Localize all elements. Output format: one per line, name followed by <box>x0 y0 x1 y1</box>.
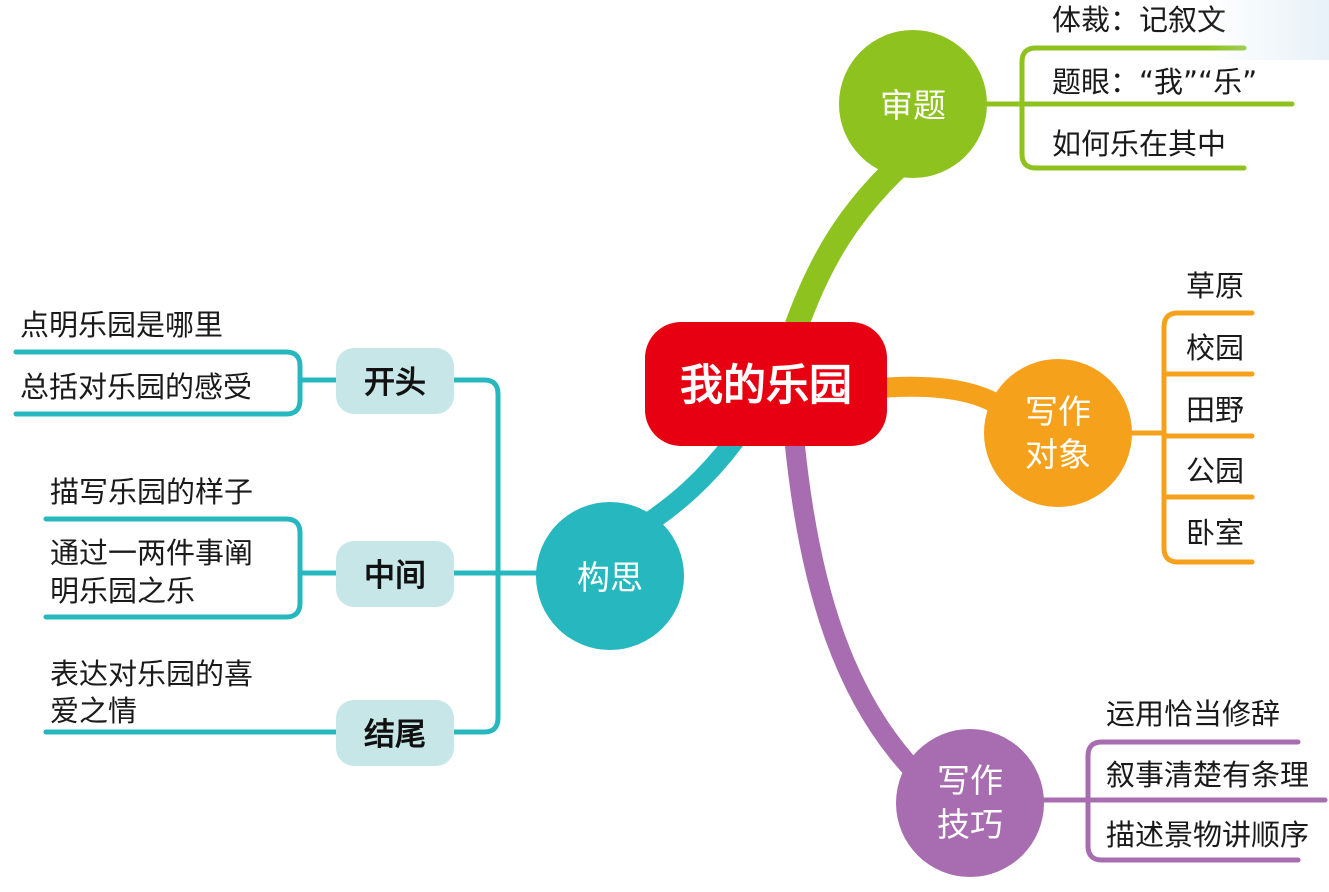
corner-glow <box>1209 0 1329 60</box>
leaf-duixiang-1: 草原 <box>1186 269 1244 303</box>
leaf-jiqiao-3: 描述景物讲顺序 <box>1106 818 1309 852</box>
leaf-shenti-3: 如何乐在其中 <box>1052 127 1226 161</box>
sub-zhongjian-box <box>336 541 454 607</box>
leaf-jiqiao-2: 叙事清楚有条理 <box>1106 758 1309 792</box>
node-shenti-circle <box>839 30 987 178</box>
node-duixiang-circle <box>984 359 1132 507</box>
sub-zhongjian: 中间 <box>336 541 454 607</box>
node-gousi-circle <box>536 502 684 650</box>
leaf-shenti-1: 体裁：记叙文 <box>1052 3 1226 37</box>
node-gousi: 构思 <box>536 502 684 650</box>
sub-zhongjian-label: 中间 <box>364 558 426 594</box>
leaf-duixiang-3: 田野 <box>1186 393 1244 427</box>
sub-kaitou-box <box>336 348 454 414</box>
center-node: 我的乐园 <box>645 322 887 446</box>
node-shenti: 审题 <box>839 30 987 178</box>
center-box <box>645 322 887 446</box>
connector-center-jiqiao <box>785 436 928 785</box>
leaf-duixiang-4: 公园 <box>1186 454 1244 488</box>
leaves-shenti: 体裁：记叙文 题眼：“我”“乐” 如何乐在其中 <box>1052 3 1257 161</box>
center-title: 我的乐园 <box>680 361 852 411</box>
node-shenti-label: 审题 <box>880 86 946 125</box>
leaf-duixiang-5: 卧室 <box>1186 516 1244 550</box>
leaf-jiewei-1-line1: 表达对乐园的喜 <box>50 657 253 691</box>
node-jiqiao-label-line1: 写作 <box>937 761 1003 800</box>
node-duixiang-label-line2: 对象 <box>1025 435 1091 474</box>
connector-center-duixiang <box>870 376 1010 416</box>
duixiang-bracket <box>1129 310 1255 565</box>
sub-jiewei-label: 结尾 <box>364 717 426 753</box>
leaves-duixiang: 草原 校园 田野 公园 卧室 <box>1186 269 1244 550</box>
connectors <box>13 45 1328 863</box>
node-duixiang-label-line1: 写作 <box>1025 392 1091 431</box>
leaves-gousi: 点明乐园是哪里 总括对乐园的感受 描写乐园的样子 通过一两件事阐 明乐园之乐 表… <box>20 308 253 728</box>
sub-kaitou: 开头 <box>336 348 454 414</box>
node-gousi-label: 构思 <box>577 558 643 597</box>
jiqiao-bracket <box>1039 739 1328 863</box>
node-jiqiao-circle <box>896 729 1044 877</box>
sub-jiewei-box <box>336 700 454 766</box>
leaf-kaitou-2: 总括对乐园的感受 <box>20 370 252 404</box>
leaf-jiewei-1-line2: 爱之情 <box>50 694 137 728</box>
node-jiqiao: 写作 技巧 <box>896 729 1044 877</box>
sub-jiewei: 结尾 <box>336 700 454 766</box>
leaf-zhongjian-2-line1: 通过一两件事阐 <box>50 536 253 570</box>
connector-center-shenti <box>783 148 917 342</box>
leaf-shenti-2: 题眼：“我”“乐” <box>1052 65 1257 99</box>
connector-center-gousi <box>635 430 745 535</box>
node-duixiang: 写作 对象 <box>984 359 1132 507</box>
leaf-jiqiao-1: 运用恰当修辞 <box>1106 697 1280 731</box>
sub-kaitou-label: 开头 <box>364 365 426 401</box>
leaf-kaitou-1: 点明乐园是哪里 <box>20 308 223 342</box>
node-jiqiao-label-line2: 技巧 <box>937 805 1003 844</box>
gousi-tree <box>13 349 543 735</box>
leaf-zhongjian-2-line2: 明乐园之乐 <box>50 574 195 608</box>
leaves-jiqiao: 运用恰当修辞 叙事清楚有条理 描述景物讲顺序 <box>1106 697 1309 852</box>
leaf-duixiang-2: 校园 <box>1186 331 1244 365</box>
shenti-bracket <box>982 45 1295 171</box>
leaf-zhongjian-1: 描写乐园的样子 <box>50 475 253 509</box>
